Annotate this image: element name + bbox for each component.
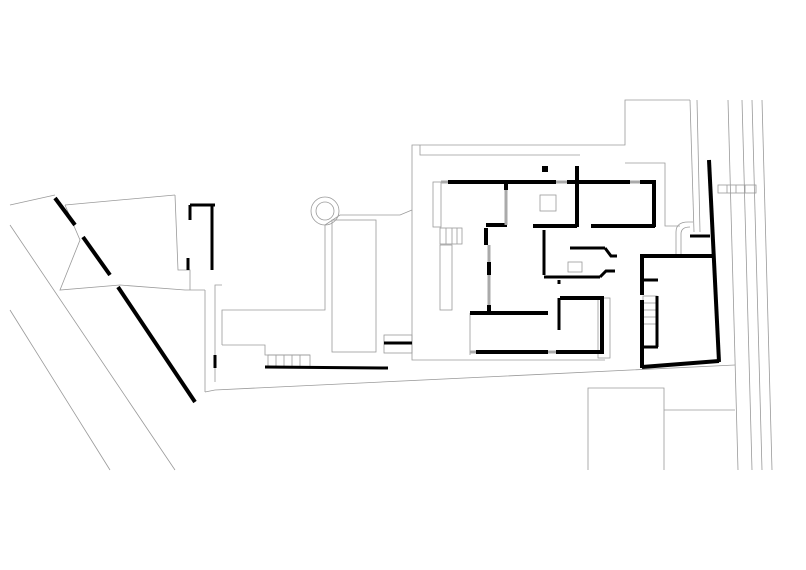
- column: [542, 166, 548, 172]
- stairs: [267, 184, 757, 368]
- walls: [53, 159, 721, 404]
- site-context-lines: [9, 99, 773, 471]
- windows: [441, 180, 640, 354]
